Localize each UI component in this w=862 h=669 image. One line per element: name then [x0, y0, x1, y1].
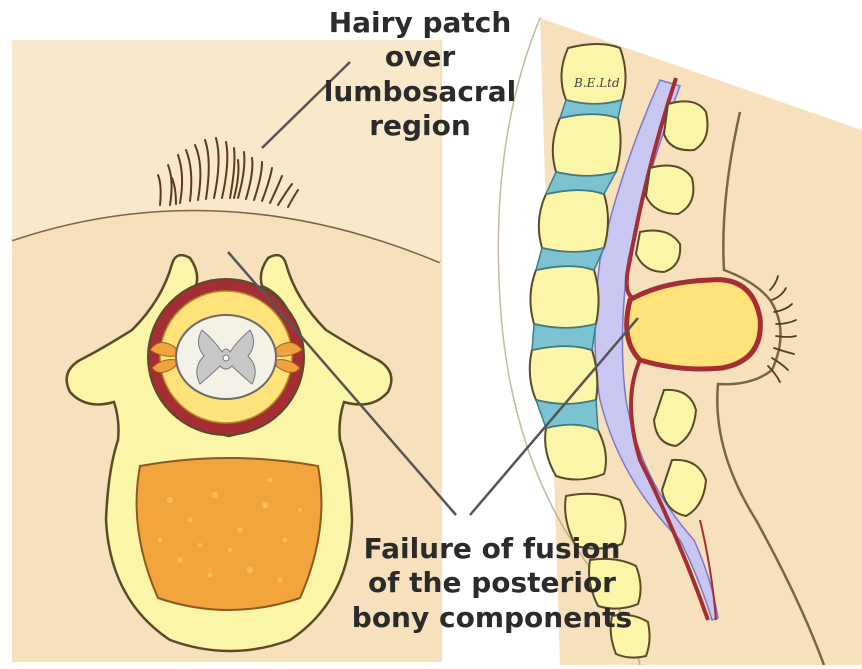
hairy-patch-line-2: over: [300, 40, 540, 74]
meningocele-sac: [627, 280, 761, 369]
fusion-failure-line-1: Failure of fusion: [342, 532, 642, 566]
hairy-patch-label: Hairy patch over lumbosacral region: [300, 6, 540, 144]
vertebral-body: [137, 458, 322, 610]
central-canal: [223, 355, 229, 361]
fusion-failure-label: Failure of fusion of the posterior bony …: [342, 532, 642, 635]
hairy-patch-line-3: lumbosacral: [300, 75, 540, 109]
fusion-failure-line-2: of the posterior: [342, 566, 642, 600]
hairy-patch-line-4: region: [300, 109, 540, 143]
fusion-failure-line-3: bony components: [342, 601, 642, 635]
hairy-patch-line-1: Hairy patch: [300, 6, 540, 40]
watermark-text: B.E.Ltd: [573, 76, 620, 90]
